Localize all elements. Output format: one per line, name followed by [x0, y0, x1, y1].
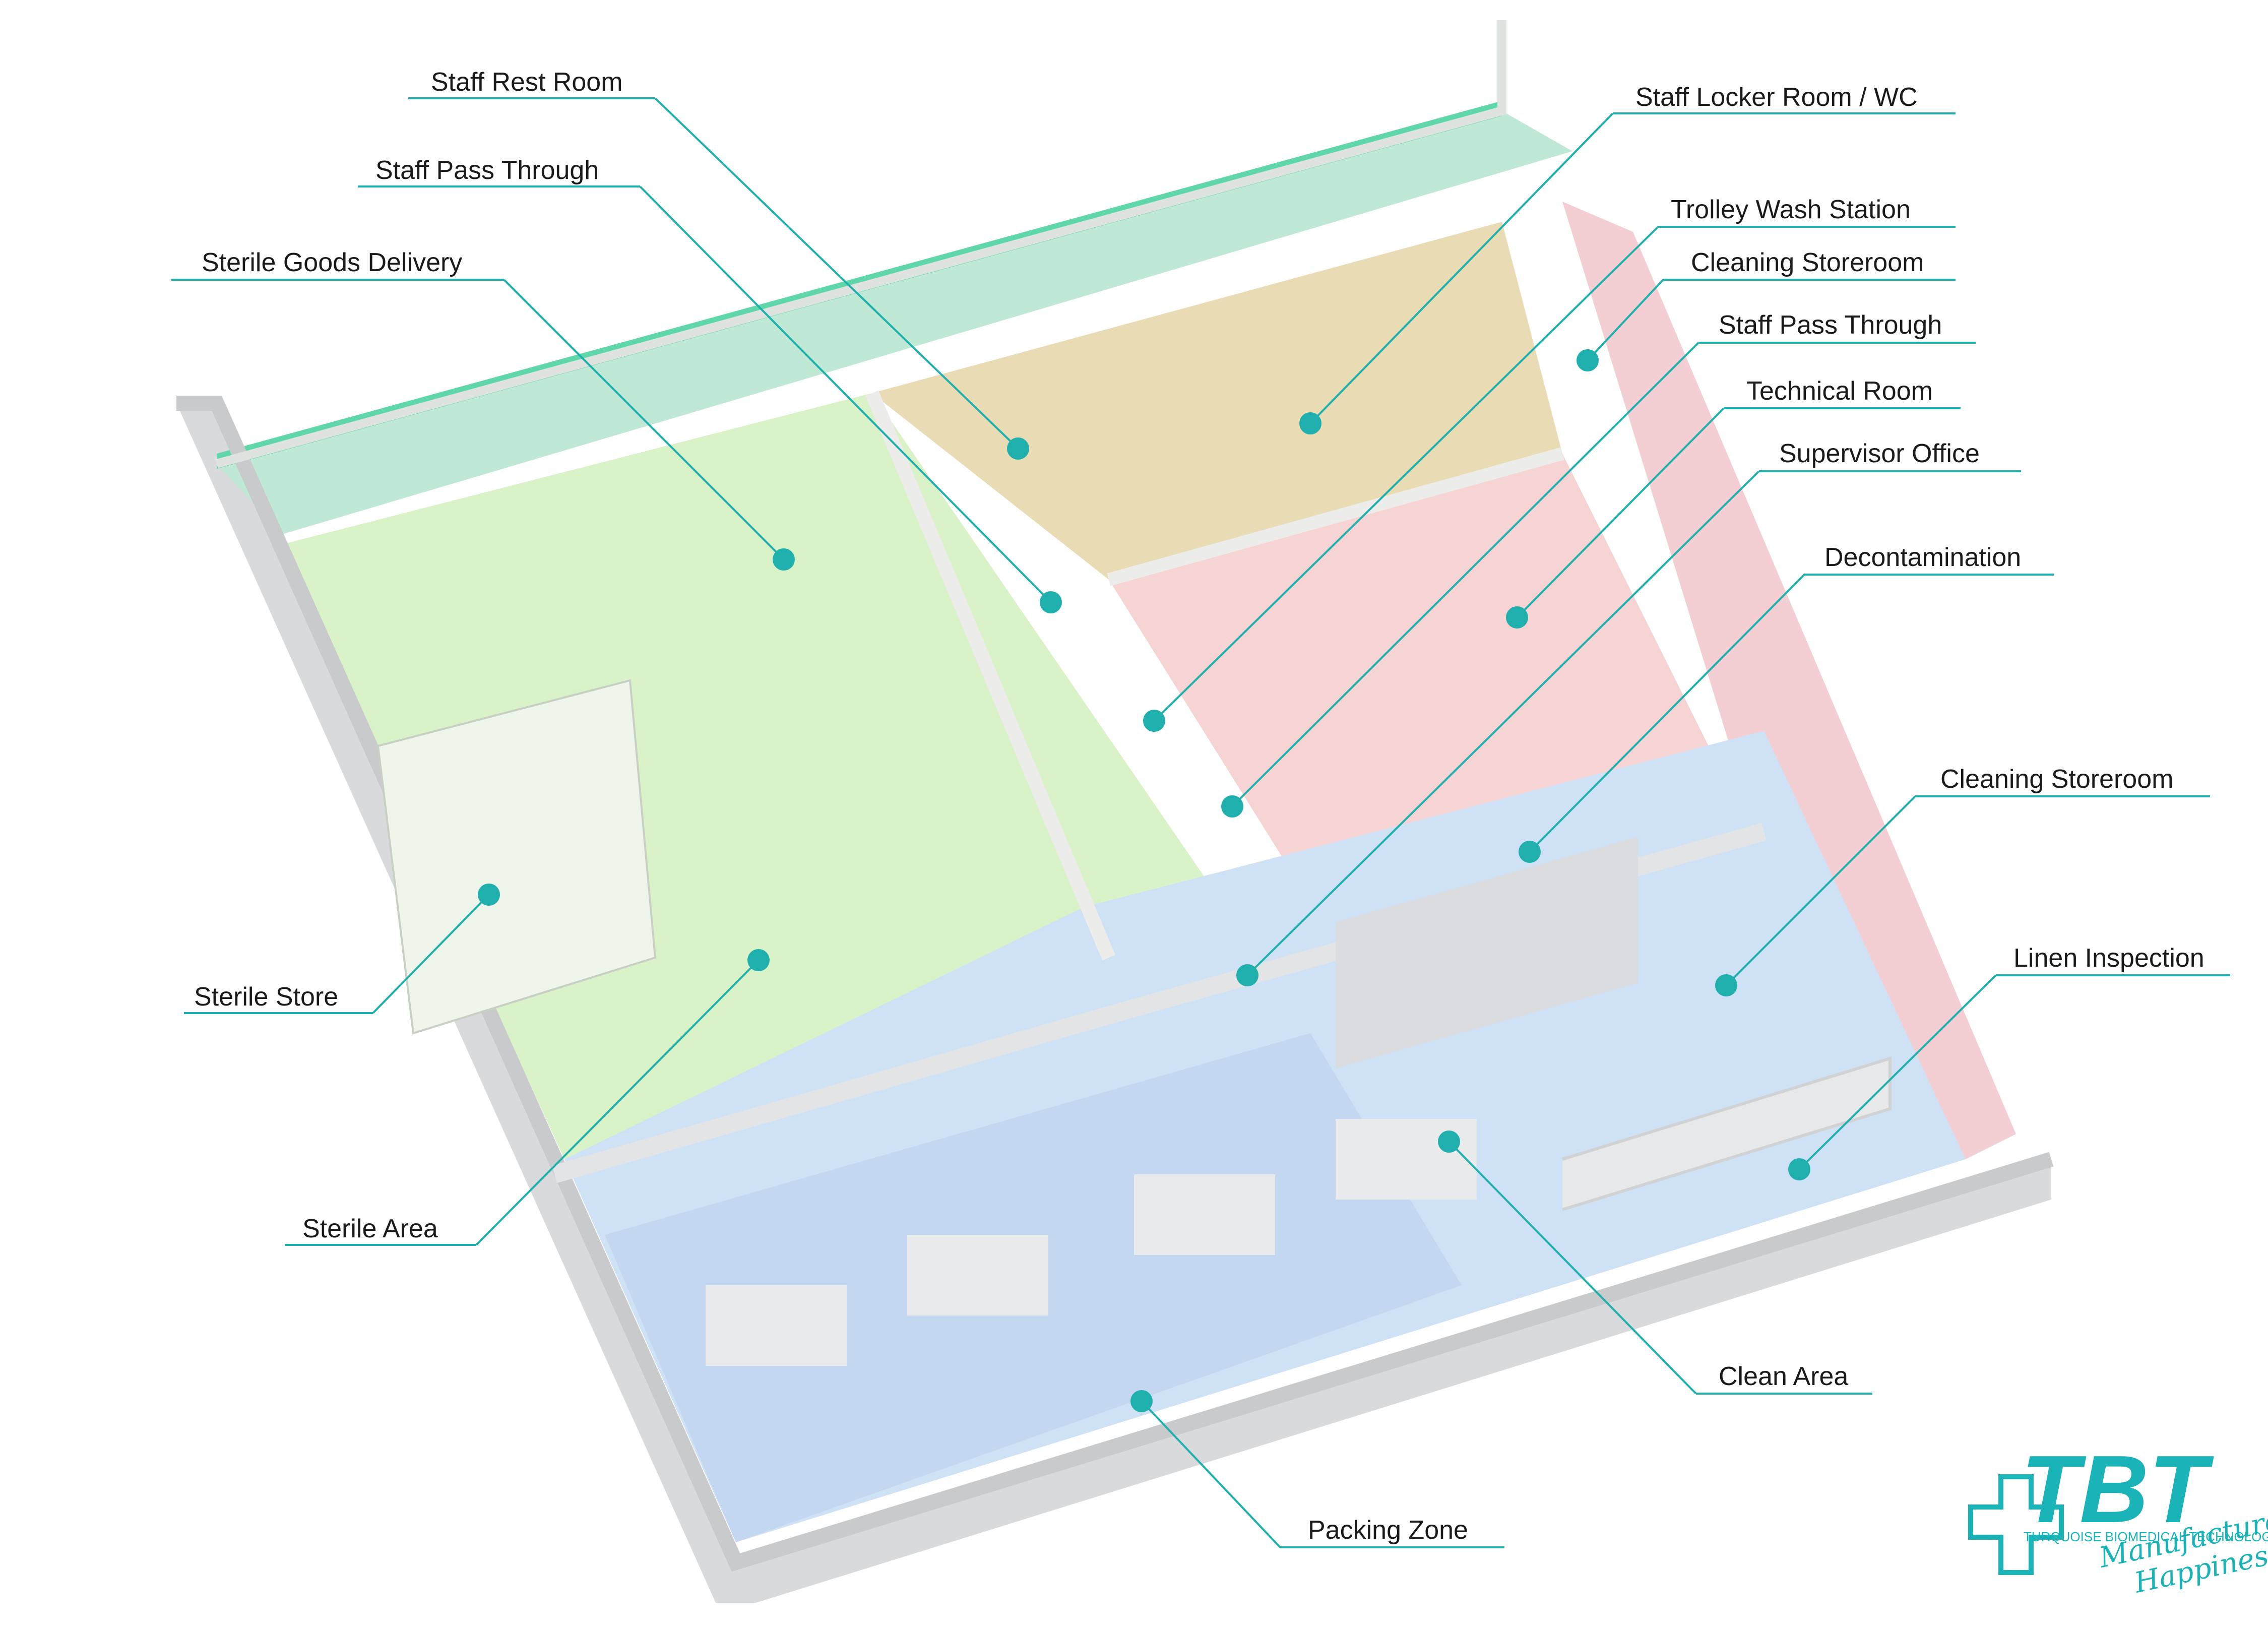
label-cleaning-storeroom-right: Cleaning Storeroom: [1940, 765, 2173, 794]
callout-packing-zone: Packing Zone: [1130, 1390, 1504, 1548]
packing-bench: [1134, 1174, 1275, 1255]
label-cleaning-storeroom-top: Cleaning Storeroom: [1691, 248, 1924, 277]
callout-staff-pass-through-right: Staff Pass Through: [1221, 310, 1976, 818]
sterile-store-shelves: [376, 679, 657, 1035]
label-supervisor-office: Supervisor Office: [1779, 439, 1980, 468]
label-sterile-store: Sterile Store: [194, 982, 338, 1012]
callout-clean-area: Clean Area: [1438, 1131, 1872, 1395]
callout-staff-rest-room: Staff Rest Room: [408, 68, 1029, 460]
callout-decontamination: Decontamination: [1519, 543, 2054, 863]
packing-bench: [907, 1235, 1048, 1315]
label-trolley-wash-station: Trolley Wash Station: [1671, 195, 1911, 224]
packing-bench: [706, 1285, 847, 1366]
partition-staff: [1107, 447, 1564, 586]
label-decontamination: Decontamination: [1824, 543, 2021, 572]
packing-bench: [1336, 1119, 1477, 1200]
callout-supervisor-office: Supervisor Office: [1236, 439, 2021, 986]
callout-staff-locker-room: Staff Locker Room / WC: [1299, 83, 1956, 434]
callout-technical-room: Technical Room: [1506, 376, 1961, 629]
back-wall: [215, 20, 1506, 468]
partition-sterile-dirty: [865, 390, 1115, 961]
callout-cleaning-storeroom-right: Cleaning Storeroom: [1715, 765, 2210, 996]
callout-sterile-store: Sterile Store: [184, 884, 500, 1014]
label-staff-locker-room: Staff Locker Room / WC: [1635, 83, 1918, 112]
label-packing-zone: Packing Zone: [1308, 1516, 1468, 1545]
washer-row: [1336, 837, 1638, 1069]
callouts: Staff Rest Room Staff Pass Through Steri…: [171, 68, 2230, 1548]
label-staff-rest-room: Staff Rest Room: [431, 68, 623, 97]
tbt-logo: TBT TURQUOISE BIOMEDICAL TECHNOLOGIES Ma…: [1968, 1436, 2268, 1600]
label-linen-inspection: Linen Inspection: [2013, 944, 2204, 973]
label-sterile-area: Sterile Area: [302, 1214, 438, 1243]
callout-trolley-wash-station: Trolley Wash Station: [1143, 195, 1956, 732]
cross-icon: [1968, 1474, 2064, 1575]
label-sterile-goods-delivery: Sterile Goods Delivery: [202, 248, 462, 277]
callout-cleaning-storeroom-top: Cleaning Storeroom: [1577, 248, 1956, 371]
label-staff-pass-through-right: Staff Pass Through: [1719, 310, 1942, 340]
zone-corridor: [217, 111, 1572, 534]
linen-room-wall: [1562, 1056, 1892, 1211]
callout-sterile-area: Sterile Area: [285, 949, 770, 1246]
callout-linen-inspection: Linen Inspection: [1788, 944, 2230, 1180]
logo-name: TBT: [2021, 1436, 2214, 1543]
logo-company: TURQUOISE BIOMEDICAL TECHNOLOGIES: [2024, 1529, 2268, 1544]
label-technical-room: Technical Room: [1746, 376, 1933, 406]
callout-sterile-goods-delivery: Sterile Goods Delivery: [171, 248, 795, 571]
label-clean-area: Clean Area: [1719, 1362, 1848, 1391]
label-staff-pass-through-left: Staff Pass Through: [375, 156, 599, 185]
callout-staff-pass-through-left: Staff Pass Through: [358, 156, 1062, 613]
zone-dirty-corridor: [1562, 202, 2016, 1159]
